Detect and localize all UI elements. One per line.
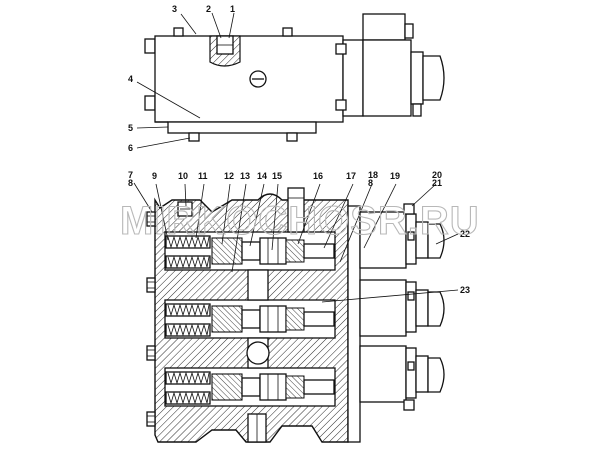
callout-12: 12 [224, 171, 234, 181]
leader-lines [133, 12, 459, 303]
callout-17: 17 [346, 171, 356, 181]
callout-1: 1 [230, 4, 235, 14]
callout-labels: 1 2 3 4 5 6 7 8 9 10 11 12 13 14 15 16 1… [128, 4, 470, 295]
callout-19: 19 [390, 171, 400, 181]
callout-8: 8 [128, 178, 133, 188]
callout-11: 11 [198, 171, 208, 181]
callout-21: 21 [432, 178, 442, 188]
callout-10: 10 [178, 171, 188, 181]
callout-22: 22 [460, 229, 470, 239]
callout-20: 20 [432, 170, 442, 180]
callout-13: 13 [240, 171, 250, 181]
callout-15: 15 [272, 171, 282, 181]
callout-6: 6 [128, 143, 133, 153]
watermark-text: MIRKOCHOSR.RU [120, 199, 480, 243]
callout-9: 9 [152, 171, 157, 181]
callout-2: 2 [206, 4, 211, 14]
callout-14: 14 [257, 171, 267, 181]
callout-23: 23 [460, 285, 470, 295]
callout-7: 7 [128, 170, 133, 180]
callout-4: 4 [128, 74, 133, 84]
section-view [146, 187, 445, 443]
callout-5: 5 [128, 123, 133, 133]
callout-18: 18 [368, 170, 378, 180]
callout-16: 16 [313, 171, 323, 181]
top-view [144, 13, 445, 142]
callout-3: 3 [172, 4, 177, 14]
callout-8b: 8 [368, 178, 373, 188]
